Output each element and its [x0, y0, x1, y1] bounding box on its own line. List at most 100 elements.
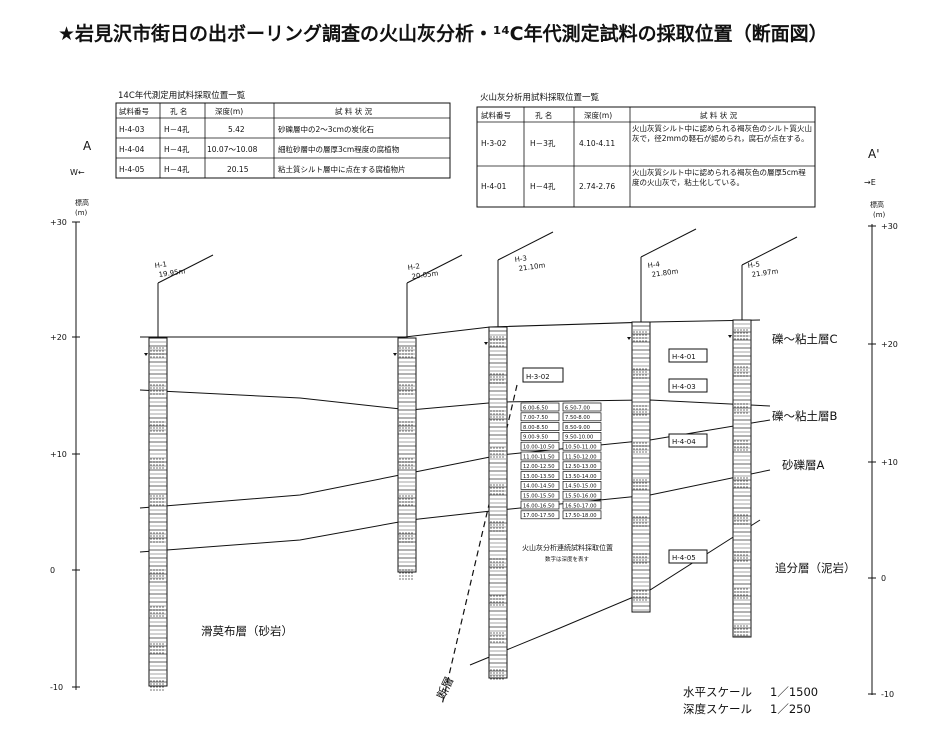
borehole-h-3: H-321.10m: [484, 231, 554, 680]
c14-r2-status: 細粒砂層中の層厚3cm程度の腐植物: [278, 144, 400, 154]
left-tick-label: +10: [50, 450, 67, 459]
left-tick-label: +30: [50, 218, 67, 227]
ash-r1-hole: H－3孔: [530, 139, 556, 148]
tag-h302: H-3-02: [526, 373, 550, 381]
right-unit: (m): [873, 211, 886, 219]
borehole-name: H-3: [514, 254, 527, 264]
borehole-name: H-4: [647, 260, 661, 270]
c14-header-hole: 孔 名: [170, 106, 187, 116]
right-direction: →E: [864, 178, 876, 187]
borehole-elevation: 19.95m: [158, 267, 186, 279]
borehole-name: H-1: [154, 260, 167, 270]
c14-r2-sample: H-4-04: [119, 145, 145, 154]
sampling-interval-left: 14.00-14.50: [523, 484, 555, 490]
c14-r3-depth: 20.15: [227, 165, 249, 174]
c14-header-depth: 深度(m): [215, 106, 243, 116]
ash-r2-hole: H－4孔: [530, 182, 556, 191]
right-tick-label: 0: [881, 574, 886, 583]
sampling-interval-right: 14.50-15.00: [565, 484, 597, 490]
borehole-elevation: 21.97m: [751, 267, 779, 279]
sampling-note: 数字は深度を表す: [545, 555, 590, 563]
layer-b-label: 礫～粘土層B: [772, 409, 837, 423]
tag-h405: H-4-05: [672, 554, 696, 562]
sampling-interval-left: 6.00-6.50: [523, 405, 548, 411]
sampling-interval-right: 11.50-12.00: [565, 454, 597, 460]
layer-oiwake-label: 追分層（泥岩）: [775, 561, 856, 575]
continuous-sampling-list: 6.00-6.50 7.00-7.50 8.00-8.50 9.00-9.50 10.0…: [520, 402, 602, 520]
sampling-interval-right: 17.50-18.00: [565, 513, 597, 519]
tag-h401: H-4-01: [672, 353, 696, 361]
ash-table: 試料番号 孔 名 深度(m) 試 料 状 況 H-3-02 H－3孔 4.10-…: [476, 106, 816, 208]
left-tick-label: +20: [50, 333, 67, 342]
right-section-mark: A': [868, 147, 880, 161]
right-tick-label: +30: [881, 222, 898, 231]
sampling-caption: 火山灰分析連続試料採取位置: [522, 543, 613, 552]
layer-takinoue-label: 滑莫布層（砂岩）: [201, 624, 293, 638]
sampling-interval-right: 9.50-10.00: [565, 435, 593, 441]
c14-header-status: 試 料 状 況: [335, 106, 373, 116]
left-unit: (m): [75, 209, 88, 217]
sampling-interval-left: 8.00-8.50: [523, 425, 548, 431]
sampling-interval-left: 10.00-10.50: [523, 445, 555, 451]
c14-r2-depth: 10.07～10.08: [207, 145, 258, 154]
fault-label: 断層: [434, 674, 456, 701]
c14-header-sample: 試料番号: [119, 106, 149, 116]
ash-r2-sample: H-4-01: [481, 182, 507, 191]
ash-r1-sample: H-3-02: [481, 139, 507, 148]
tag-box-h401: [668, 348, 708, 363]
sampling-interval-right: 10.50-11.00: [565, 445, 597, 451]
c14-r1-depth: 5.42: [228, 125, 245, 134]
sample-tags: H-4-01 H-3-02 H-4-03 H-4-04 H-4-05: [522, 348, 708, 564]
scale-horizontal-value: 1／1500: [770, 685, 818, 699]
borehole-h-1: H-119.95m: [144, 254, 214, 691]
c14-r1-sample: H-4-03: [119, 125, 145, 134]
ash-header-hole: 孔 名: [535, 110, 552, 120]
left-tick-label: -10: [50, 683, 63, 692]
ash-r1-status: 火山灰質シルト中に認められる褐灰色のシルト質火山灰で，径2mmの軽石が認められ，…: [632, 124, 812, 143]
layer-a-label: 砂礫層A: [782, 458, 824, 472]
ash-header-depth: 深度(m): [584, 110, 612, 120]
borehole-elevation: 21.80m: [651, 267, 679, 279]
scale-depth-value: 1／250: [770, 702, 811, 716]
c14-r2-hole: H－4孔: [164, 145, 190, 154]
left-direction: W←: [70, 168, 85, 177]
scale-horizontal-label: 水平スケール: [683, 685, 752, 699]
ash-r2-status-box: 火山灰質シルト中に認められる褐灰色の層厚5cm程度の火山灰で，粘土化している。: [632, 168, 806, 187]
sampling-interval-right: 12.50-13.00: [565, 464, 597, 470]
c14-table-caption: 14C年代測定用試料採取位置一覧: [118, 90, 246, 101]
borehole-h-4: H-421.80m: [627, 228, 697, 613]
sampling-interval-right: 15.50-16.00: [565, 494, 597, 500]
scale-depth-label: 深度スケール: [683, 702, 752, 716]
sampling-interval-left: 13.00-13.50: [523, 474, 555, 480]
sampling-interval-right: 6.50-7.00: [565, 405, 590, 411]
tag-h404: H-4-04: [672, 438, 696, 446]
tag-box-h403: [668, 378, 708, 393]
borehole-name: H-2: [407, 262, 420, 272]
layer-boundaries: [139, 319, 771, 666]
ash-r1-depth: 4.10-4.11: [579, 139, 615, 148]
borehole-h-2: H-220.05m: [393, 254, 463, 580]
c14-r1-status: 砂礫層中の2～3cmの炭化石: [278, 124, 374, 134]
c14-r3-hole: H－4孔: [164, 165, 190, 174]
borehole-elevation: 21.10m: [518, 261, 546, 273]
ash-r1-status-box: 火山灰質シルト中に認められる褐灰色のシルト質火山灰で，径2mmの軽石が認められ，…: [632, 124, 812, 143]
ash-header-sample: 試料番号: [481, 110, 511, 120]
sampling-interval-left: 7.00-7.50: [523, 415, 548, 421]
sampling-interval-left: 16.00-16.50: [523, 503, 555, 509]
right-axis: A' →E 標高 (m) +30+20+100-10: [864, 147, 898, 699]
ash-header-status: 試 料 状 況: [700, 110, 738, 120]
right-tick-label: -10: [881, 690, 894, 699]
left-section-mark: A: [83, 139, 92, 153]
sampling-interval-left: 9.00-9.50: [523, 435, 548, 441]
sampling-interval-left: 12.00-12.50: [523, 464, 555, 470]
tag-box-h404: [668, 433, 708, 448]
sampling-interval-left: 11.00-11.50: [523, 454, 555, 460]
tag-box-h405: [668, 549, 708, 564]
layer-c-label: 礫～粘土層C: [772, 332, 838, 346]
c14-r3-status: 粘土質シルト層中に点在する腐植物片: [278, 164, 406, 174]
left-axis: A W← 標高 (m) +30+20+100-10: [50, 139, 92, 692]
tag-h403: H-4-03: [672, 383, 696, 391]
c14-r1-hole: H－4孔: [164, 125, 190, 134]
